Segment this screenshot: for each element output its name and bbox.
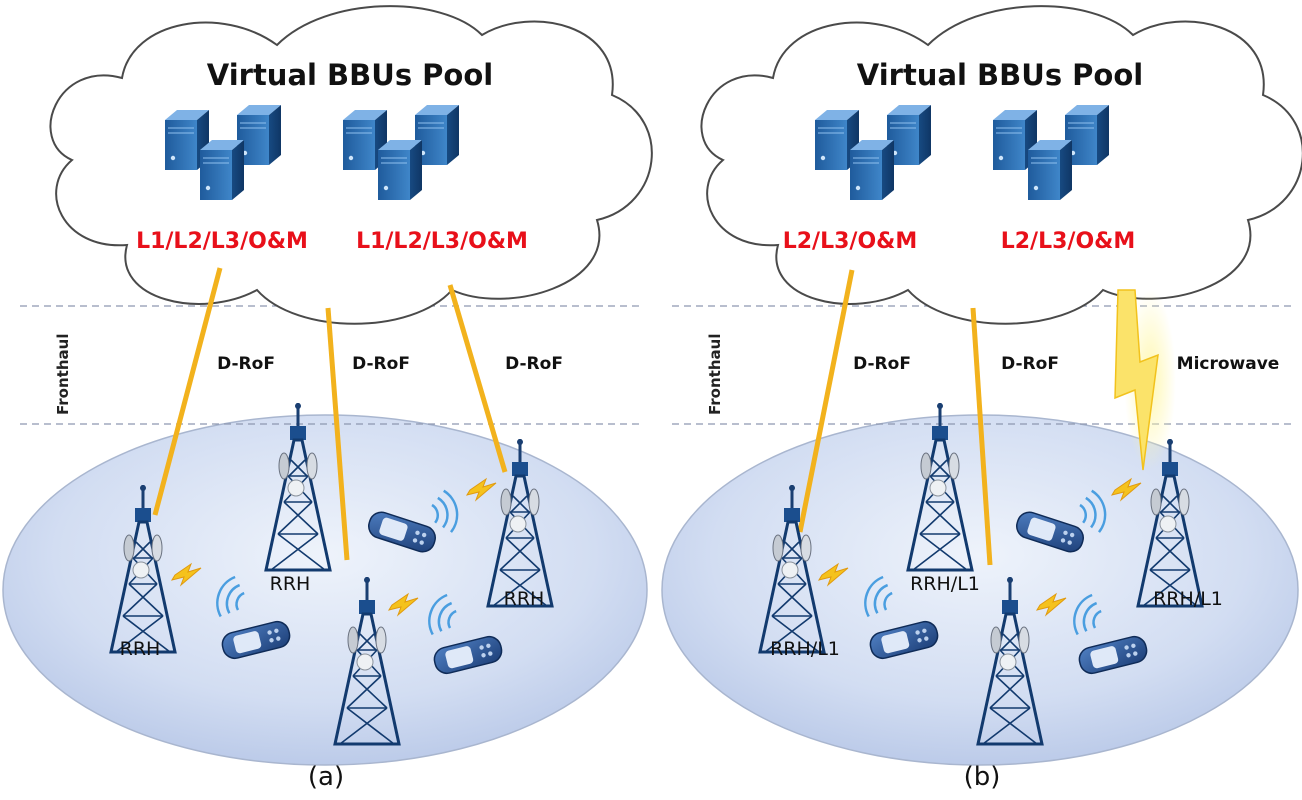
node-label: RRH/L1	[910, 573, 980, 595]
fiber-link	[970, 307, 993, 566]
link-label: D-RoF	[505, 354, 563, 374]
layer-label: L2/L3/O&M	[783, 229, 918, 254]
fiber-link	[797, 269, 855, 533]
node-label: RRH/L1	[1153, 588, 1223, 610]
link-label: D-RoF	[352, 354, 410, 374]
node-label: RRH	[504, 588, 545, 610]
fiber-link	[152, 267, 223, 516]
node-label: RRH/L1	[770, 638, 840, 660]
coverage-area	[2, 414, 648, 766]
fronthaul-label: Fronthaul	[706, 334, 724, 415]
panel-a: Virtual BBUs Pool L1/L2/L3/O&M L1/L2/L3/…	[2, 5, 653, 792]
link-label: Microwave	[1177, 354, 1280, 374]
fiber-link	[325, 307, 350, 561]
panel-caption: (b)	[964, 762, 1001, 792]
node-label: RRH	[270, 573, 311, 595]
node-label: RRH	[120, 638, 161, 660]
microwave-link	[1114, 289, 1176, 471]
layer-label: L2/L3/O&M	[1001, 229, 1136, 254]
layer-label: L1/L2/L3/O&M	[356, 229, 528, 254]
layer-label: L1/L2/L3/O&M	[136, 229, 308, 254]
link-label: D-RoF	[853, 354, 911, 374]
fronthaul-label: Fronthaul	[54, 334, 72, 415]
link-label: D-RoF	[1001, 354, 1059, 374]
panel-b: Virtual BBUs Pool L2/L3/O&M L2/L3/O&M Fr…	[661, 5, 1302, 792]
panel-caption: (a)	[308, 762, 344, 792]
pool-title: Virtual BBUs Pool	[857, 58, 1143, 92]
fiber-link	[447, 284, 508, 473]
pool-title: Virtual BBUs Pool	[207, 58, 493, 92]
link-label: D-RoF	[217, 354, 275, 374]
